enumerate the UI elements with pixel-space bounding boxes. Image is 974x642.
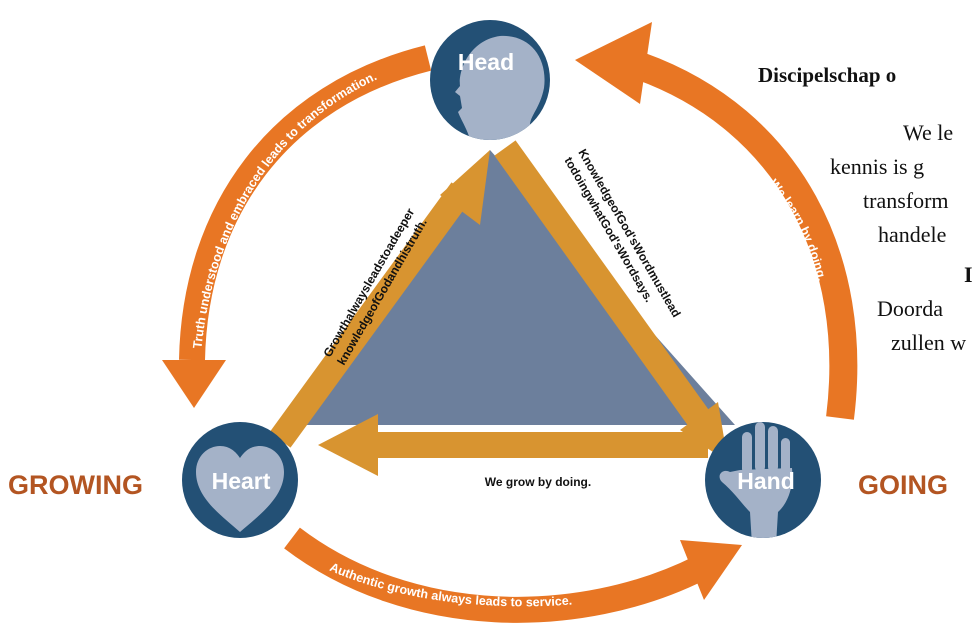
right-line-3: transform — [863, 188, 949, 213]
edge-text-hand-to-heart: We grow by doing. — [485, 475, 591, 489]
going-label: GOING — [858, 470, 949, 500]
right-line-7: zullen w — [891, 330, 967, 355]
node-head: Head — [430, 20, 550, 140]
right-heading: Discipelschap o — [758, 63, 897, 87]
heart-label: Heart — [212, 468, 271, 494]
heart-icon — [196, 446, 284, 532]
right-line-6: Doorda — [877, 296, 943, 321]
arc-arrow-heart-to-hand — [284, 527, 742, 623]
right-line-1: We le — [903, 120, 954, 145]
edge-arrow-hand-to-heart — [318, 414, 708, 476]
triangle-center — [295, 150, 735, 425]
edge-arrow-heart-to-head — [269, 150, 490, 448]
growing-label: GROWING — [8, 470, 143, 500]
hand-label: Hand — [737, 468, 795, 494]
hand-icon — [719, 422, 793, 538]
arc-arrow-hand-to-head — [575, 22, 858, 420]
right-line-2: kennis is g — [830, 154, 925, 179]
right-line-5: I — [964, 262, 973, 287]
node-heart: Heart — [182, 422, 298, 538]
arc-arrow-head-to-heart — [162, 45, 432, 408]
node-hand: Hand — [705, 422, 821, 538]
head-label: Head — [458, 49, 514, 75]
head-silhouette-icon — [455, 35, 550, 140]
right-line-4: handele — [878, 222, 947, 247]
